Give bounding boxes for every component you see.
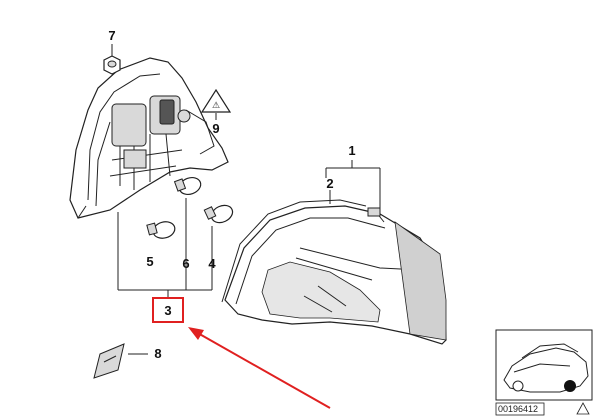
callout-9: 9 [212, 121, 219, 136]
bulb-part-6 [173, 176, 202, 196]
warning-triangle-icon [576, 402, 590, 415]
lamp-housing [69, 57, 229, 219]
callout-4: 4 [208, 256, 216, 271]
bulb-part-4 [203, 204, 234, 224]
sheet-part-8 [93, 343, 148, 379]
diagram-code: 00196412 [498, 404, 538, 414]
callout-3: 3 [164, 303, 171, 318]
callout-3-highlight-box [152, 297, 184, 323]
callout-1: 1 [348, 143, 355, 158]
bulb-part-5 [146, 221, 176, 239]
highlight-arrow [188, 327, 331, 409]
car-location-thumbnail [495, 329, 593, 401]
tail-lamp-lens [224, 205, 447, 345]
callout-6: 6 [182, 256, 189, 271]
callout-7: 7 [108, 28, 115, 43]
leader-lines-group-3 [117, 198, 213, 298]
seal-part-2 [221, 199, 367, 303]
warning-label-part-9: ⚠ [200, 88, 232, 120]
callout-8: 8 [154, 346, 161, 361]
location-marker-icon [564, 380, 576, 392]
callout-2: 2 [326, 176, 333, 191]
nut-part-7 [103, 44, 121, 75]
callout-5: 5 [146, 254, 153, 269]
warning-label-glyph: ⚠ [212, 100, 220, 110]
leader-lines-parts-1-2 [325, 160, 381, 210]
